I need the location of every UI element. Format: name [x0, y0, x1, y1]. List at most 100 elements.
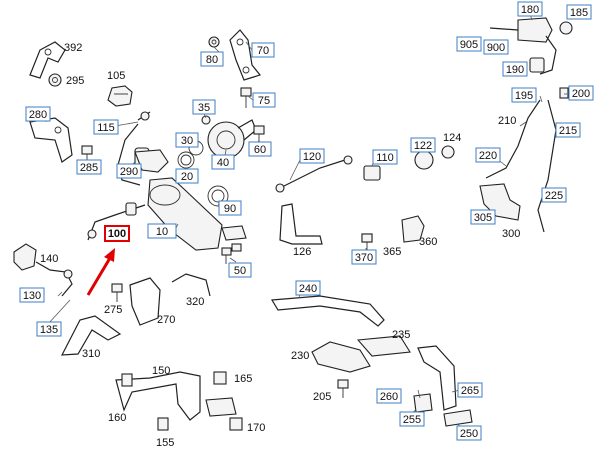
bracket-70-drawing [229, 29, 262, 81]
callout-265-label: 265 [461, 385, 479, 397]
callout-30: 30 [175, 132, 199, 148]
label-155: 155 [156, 437, 174, 449]
callout-50: 50 [228, 262, 252, 278]
callout-75-label: 75 [258, 95, 270, 107]
bracket-240-drawing [270, 295, 385, 327]
callout-250-label: 250 [460, 428, 478, 440]
callout-370: 370 [351, 249, 377, 265]
label-270: 270 [157, 314, 175, 326]
callout-905-label: 905 [460, 39, 478, 51]
callout-255-label: 255 [403, 414, 421, 426]
callout-90: 90 [218, 200, 242, 216]
callout-70-label: 70 [257, 45, 269, 57]
callout-305: 305 [470, 209, 496, 225]
callout-180-label: 180 [521, 4, 539, 16]
callout-10-label: 10 [156, 226, 168, 238]
bracket-105-drawing [107, 85, 133, 107]
label-105: 105 [107, 70, 125, 82]
label-160: 160 [108, 412, 126, 424]
callout-370-label: 370 [355, 252, 373, 264]
callout-255: 255 [399, 411, 425, 427]
callout-195: 195 [511, 87, 537, 103]
callout-130: 130 [19, 287, 45, 303]
callout-265: 265 [457, 382, 483, 398]
callout-80: 80 [200, 51, 224, 67]
sensor-140-drawing [13, 243, 73, 297]
gasket-90-drawing [207, 185, 229, 207]
callout-135-label: 135 [40, 324, 58, 336]
clamp-122-drawing [414, 145, 455, 170]
label-205: 205 [313, 391, 331, 403]
callout-250: 250 [456, 425, 482, 441]
callout-220-label: 220 [479, 150, 497, 162]
callout-80-label: 80 [206, 54, 218, 66]
pipe-210-drawing [485, 87, 569, 233]
bolt-75-drawing [240, 87, 252, 108]
bolt-370-drawing [361, 233, 373, 243]
callout-900: 900 [483, 39, 509, 55]
bolts-50-drawing [221, 243, 242, 264]
callout-285-label: 285 [80, 162, 98, 174]
bracket-126-drawing [279, 203, 323, 245]
label-360: 360 [419, 236, 437, 248]
callout-120-label: 120 [303, 151, 321, 163]
callout-185: 185 [566, 4, 592, 20]
callout-35-label: 35 [198, 102, 210, 114]
callout-285: 285 [76, 159, 102, 175]
callout-100-label: 100 [108, 228, 126, 240]
label-365: 365 [383, 246, 401, 258]
bracket-150-drawing [115, 371, 243, 431]
callout-280-label: 280 [29, 109, 47, 121]
label-235: 235 [392, 329, 410, 341]
callout-190: 190 [502, 61, 528, 77]
callout-120: 120 [299, 148, 325, 164]
bolt-205-drawing [337, 379, 349, 398]
callout-90-label: 90 [224, 203, 236, 215]
callout-110: 110 [372, 149, 398, 165]
callout-280: 280 [25, 106, 51, 122]
callout-185-label: 185 [570, 7, 588, 19]
callout-10: 10 [147, 223, 177, 239]
bracket-310-drawing [60, 315, 122, 356]
callout-115: 115 [93, 119, 119, 135]
callout-240-label: 240 [299, 283, 317, 295]
label-170: 170 [247, 422, 265, 434]
nut-295-drawing [48, 73, 62, 87]
callout-115-label: 115 [97, 122, 115, 134]
bracket-280-drawing [29, 117, 73, 163]
label-392: 392 [64, 42, 82, 54]
callout-260: 260 [376, 388, 402, 404]
callout-220: 220 [475, 147, 501, 163]
callout-40-label: 40 [217, 157, 229, 169]
label-320: 320 [186, 296, 204, 308]
callout-122: 122 [410, 137, 436, 153]
callout-20-label: 20 [181, 171, 193, 183]
hose-180-drawing [489, 17, 573, 75]
label-124: 124 [443, 132, 461, 144]
callout-75: 75 [252, 92, 276, 108]
callout-215-label: 215 [559, 125, 577, 137]
callout-135: 135 [36, 321, 62, 337]
label-126: 126 [293, 246, 311, 258]
label-310: 310 [82, 348, 100, 360]
callout-60-label: 60 [254, 144, 266, 156]
label-295: 295 [66, 75, 84, 87]
callout-215: 215 [555, 122, 581, 138]
callout-30-label: 30 [181, 135, 193, 147]
callout-60: 60 [248, 141, 272, 157]
callout-225-label: 225 [545, 190, 563, 202]
pipe-120-drawing [275, 155, 353, 193]
callout-240: 240 [295, 280, 321, 296]
callout-305-label: 305 [474, 212, 492, 224]
callout-70: 70 [251, 42, 275, 58]
callout-195-label: 195 [515, 90, 533, 102]
callout-40: 40 [211, 154, 235, 170]
callout-100-highlighted: 100 [104, 225, 130, 242]
highlight-arrow [86, 248, 115, 296]
label-140: 140 [40, 253, 58, 265]
callout-20: 20 [175, 168, 199, 184]
callout-200-label: 200 [572, 88, 590, 100]
washer-80-drawing [208, 36, 220, 48]
callout-190-label: 190 [506, 64, 524, 76]
sensor-110-drawing [363, 165, 381, 181]
